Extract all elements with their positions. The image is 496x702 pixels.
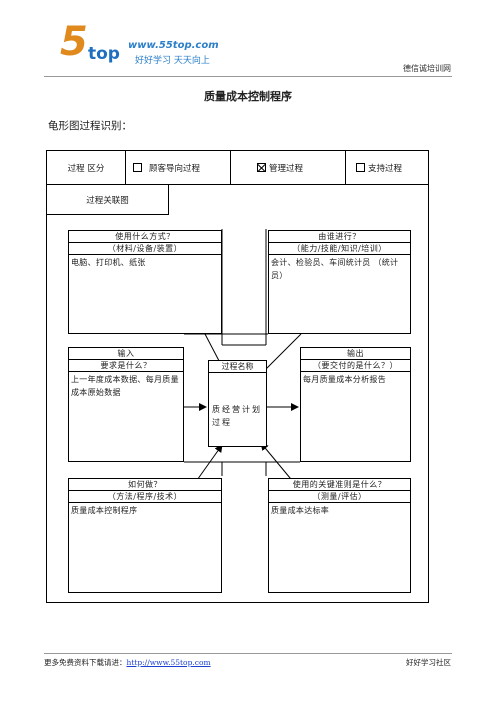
box-output: 输出 （要交付的是什么？） 每月质量成本分析报告 bbox=[300, 347, 411, 462]
option-label: 顾客导向过程 bbox=[149, 163, 201, 174]
box-key-criteria: 使用的关键准则是什么？ （测量/评估） 质量成本达标率 bbox=[268, 478, 411, 593]
box-question: 由谁进行？ bbox=[269, 231, 410, 243]
box-subheading: （要交付的是什么？） bbox=[301, 360, 410, 372]
classification-label: 过程 区分 bbox=[47, 151, 126, 184]
box-question: 输入 bbox=[69, 348, 183, 360]
page-title: 质量成本控制程序 bbox=[204, 90, 292, 103]
logo-word: top bbox=[88, 44, 120, 64]
box-question: 如何做？ bbox=[69, 479, 221, 491]
box-content: 每月质量成本分析报告 bbox=[303, 375, 386, 384]
option-label: 管理过程 bbox=[269, 163, 304, 174]
box-content: 会计、检验员、车间统计员 （统计员） bbox=[271, 258, 399, 280]
box-how: 如何做？ （方法/程序/技术） 质量成本控制程序 bbox=[68, 478, 222, 593]
header-site-name: 德信诚培训网 bbox=[403, 64, 451, 73]
option-support[interactable]: 支持过程 bbox=[346, 151, 428, 184]
section-subtitle: 龟形图过程识别： bbox=[48, 120, 132, 132]
option-management[interactable]: 管理过程 bbox=[231, 151, 346, 184]
box-input: 输入 要求是什么？ 上一年度成本数据、每月质量成本原始数据 bbox=[68, 347, 184, 462]
process-relation-label: 过程关联图 bbox=[46, 184, 169, 215]
box-subheading: （材料/设备/装置） bbox=[69, 243, 221, 255]
box-subheading: （能力/技能/知识/培训） bbox=[269, 243, 410, 255]
classification-row: 过程 区分 顾客导向过程 管理过程 支持过程 bbox=[46, 150, 429, 185]
box-materials-equipment: 使用什么方式？ （材料/设备/装置） 电脑、打印机、纸张 bbox=[68, 230, 222, 334]
box-content: 电脑、打印机、纸张 bbox=[71, 258, 146, 267]
checkbox-icon[interactable] bbox=[133, 163, 142, 172]
footer-community: 好好学习社区 bbox=[406, 658, 451, 667]
box-content: 质量成本控制程序 bbox=[71, 506, 138, 515]
box-question: 使用什么方式？ bbox=[69, 231, 221, 243]
box-subheading: 要求是什么？ bbox=[69, 360, 183, 372]
box-subheading: （测量/评估） bbox=[269, 491, 410, 503]
option-label: 支持过程 bbox=[368, 163, 403, 174]
logo-digit: 5 bbox=[60, 19, 88, 65]
checkbox-icon[interactable] bbox=[356, 163, 365, 172]
box-content: 质量成本达标率 bbox=[271, 506, 330, 515]
box-who-performs: 由谁进行？ （能力/技能/知识/培训） 会计、检验员、车间统计员 （统计员） bbox=[268, 230, 411, 334]
box-question: 输出 bbox=[301, 348, 410, 360]
box-subheading: （方法/程序/技术） bbox=[69, 491, 221, 503]
process-name-caption: 过程名称 bbox=[209, 361, 266, 373]
footer-prefix: 更多免费资料下载请进： bbox=[44, 658, 127, 667]
logo-url: www.55top.com bbox=[128, 40, 219, 51]
checked-checkbox-icon[interactable] bbox=[257, 163, 266, 172]
option-customer-oriented[interactable]: 顾客导向过程 bbox=[125, 151, 231, 184]
footer-download-note: 更多免费资料下载请进：http://www.55top.com bbox=[44, 657, 211, 668]
process-name-text: 质经营计划过程 bbox=[212, 405, 262, 427]
logo-slogan: 好好学习 天天向上 bbox=[135, 56, 210, 66]
box-content: 上一年度成本数据、每月质量成本原始数据 bbox=[71, 375, 179, 397]
header-divider bbox=[44, 76, 452, 77]
process-name-box: 过程名称 质经营计划过程 bbox=[208, 360, 267, 447]
footer-link[interactable]: http://www.55top.com bbox=[126, 658, 211, 667]
footer-divider bbox=[44, 653, 452, 654]
box-question: 使用的关键准则是什么？ bbox=[269, 479, 410, 491]
